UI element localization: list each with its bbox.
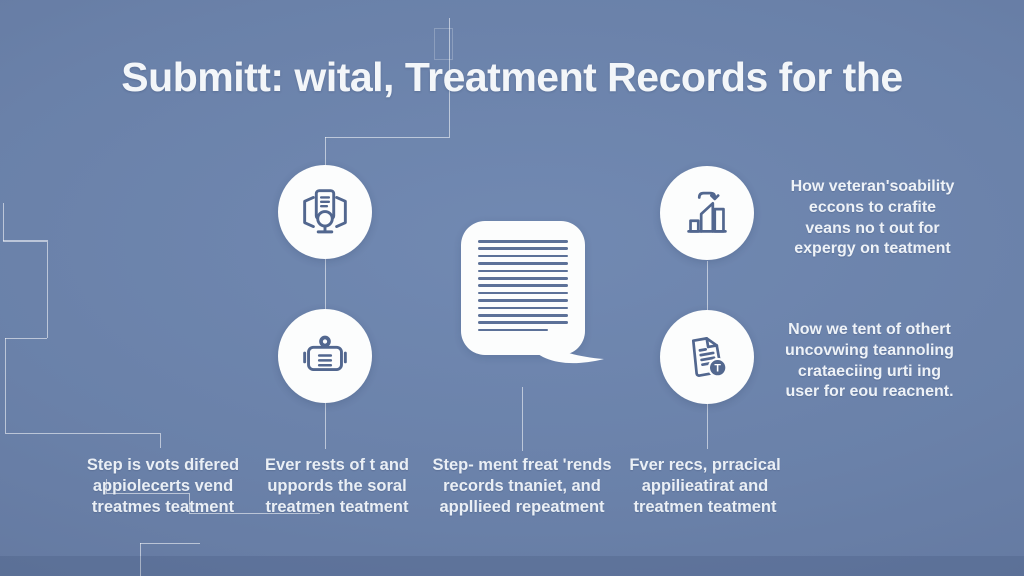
step2-icon-circle	[278, 309, 372, 403]
stair-line	[106, 492, 189, 494]
stair-line	[189, 512, 320, 514]
stair-line	[5, 337, 47, 339]
step4-icon-circle: T	[660, 310, 754, 404]
stair-line	[2, 203, 4, 241]
speech-bubble-tail	[528, 344, 604, 364]
document-review-icon	[303, 189, 347, 234]
stair-line	[3, 240, 47, 242]
caption1-elbow-v	[159, 433, 161, 448]
stair-line	[4, 338, 6, 433]
stair-line	[140, 542, 200, 544]
line-step2-caption	[324, 402, 326, 449]
step3-icon-circle	[660, 166, 754, 260]
device-record-icon	[303, 335, 347, 372]
page-title: Submitt: wital, Treatment Records for th…	[121, 54, 903, 100]
side-note-1: How veteran'soability eccons to crafite …	[790, 178, 955, 258]
stair-line	[105, 479, 107, 493]
line-step4-caption	[706, 401, 708, 449]
line-to-step1	[324, 137, 326, 167]
line-bubble-caption	[521, 387, 523, 451]
step4-caption: Fver recs, prracical appilieatirat and t…	[629, 456, 781, 517]
step3-caption: Step- ment freat 'rends records tnaniet,…	[432, 456, 612, 517]
step1-icon-circle	[278, 165, 372, 259]
bottom-shade-band	[0, 556, 1024, 576]
bar-chart-growth-icon	[687, 191, 727, 233]
document-stamp-icon: T	[691, 337, 728, 378]
stair-line	[188, 493, 190, 513]
side-note-2: Now we tent of othert uncovwing teannoli…	[785, 321, 954, 401]
svg-text:T: T	[714, 363, 721, 375]
stair-line	[139, 543, 141, 576]
top-connector-line	[448, 18, 450, 137]
top-connector-elbow	[325, 136, 450, 138]
document-lines-bubble-icon	[478, 240, 568, 332]
caption1-elbow-h	[5, 432, 160, 434]
decor-rect	[434, 28, 453, 60]
line-step1-step2	[324, 259, 326, 310]
line-step3-step4	[706, 261, 708, 313]
step2-caption: Ever rests of t and uppords the soral tr…	[265, 456, 409, 517]
step1-caption: Step is vots difered appiolecerts vend t…	[86, 456, 240, 517]
stair-line	[46, 240, 48, 338]
speech-bubble	[461, 221, 585, 355]
